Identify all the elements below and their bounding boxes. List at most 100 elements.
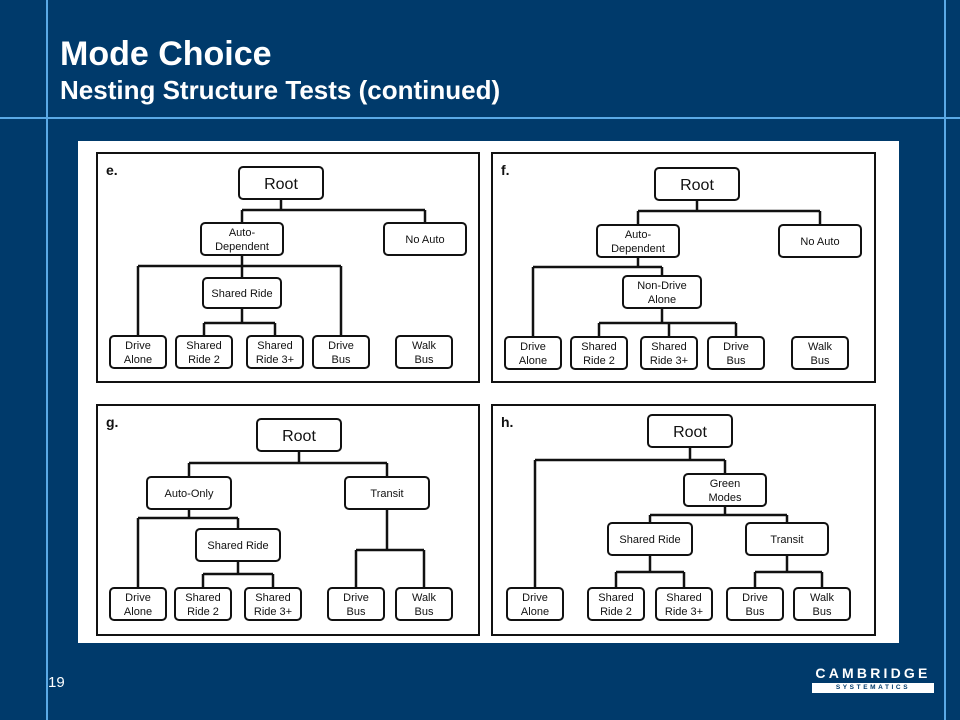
node-label: Drive [742, 592, 768, 604]
node-box [383, 222, 467, 256]
node-label: Bus [727, 355, 746, 367]
node-box [109, 587, 167, 621]
node-label: Alone [648, 294, 676, 306]
node-label: Auto-Only [165, 488, 214, 500]
node-box [238, 166, 324, 200]
node-label: Walk [412, 592, 437, 604]
node-label: Ride 2 [188, 354, 220, 366]
node-label: Green [710, 478, 741, 490]
node-box [504, 336, 562, 370]
node-box [745, 522, 829, 556]
node-label: Alone [124, 354, 152, 366]
node-label: Bus [415, 354, 434, 366]
node-box [327, 587, 385, 621]
node-label: Shared [185, 592, 220, 604]
node-box [640, 336, 698, 370]
node-box [395, 587, 453, 621]
node-box [244, 587, 302, 621]
node-label: Drive [723, 341, 749, 353]
panel-frame [96, 152, 480, 383]
node-root: Root [238, 166, 324, 200]
node-box [256, 418, 342, 452]
node-label: Shared Ride [211, 288, 272, 300]
node-root: Root [647, 414, 733, 448]
node-label: Bus [415, 606, 434, 618]
node-label: Shared [651, 341, 686, 353]
node-label: Ride 2 [600, 606, 632, 618]
panel-label: h. [501, 414, 513, 430]
node-label: Drive [125, 592, 151, 604]
node-box [175, 335, 233, 369]
node-box [596, 224, 680, 258]
node-label: Alone [519, 355, 547, 367]
node-label: Drive [343, 592, 369, 604]
node-label: Ride 2 [187, 606, 219, 618]
node-label: Root [282, 428, 316, 445]
node-label: Walk [810, 592, 835, 604]
node-box [726, 587, 784, 621]
node-box [587, 587, 645, 621]
node-box [202, 277, 282, 309]
node-label: Ride 2 [583, 355, 615, 367]
node-box [778, 224, 862, 258]
node-label: Root [673, 424, 707, 441]
node-label: Auto- [229, 227, 256, 239]
node-box [200, 222, 284, 256]
node-label: Drive [520, 341, 546, 353]
node-label: Bus [811, 355, 830, 367]
node-label: Ride 3+ [650, 355, 688, 367]
node-label: Transit [370, 488, 403, 500]
node-label: Root [680, 177, 714, 194]
node-box [654, 167, 740, 201]
node-box [791, 336, 849, 370]
node-label: Drive [125, 340, 151, 352]
node-label: Shared [581, 341, 616, 353]
page-subtitle: Nesting Structure Tests (continued) [60, 75, 501, 105]
node-label: Dependent [215, 241, 269, 253]
panel-frame [491, 152, 876, 383]
page-title: Mode Choice [60, 35, 272, 73]
node-label: Dependent [611, 243, 665, 255]
node-root: Root [256, 418, 342, 452]
decor-vertical-line-right [944, 0, 946, 720]
node-box [570, 336, 628, 370]
node-box [607, 522, 693, 556]
node-box [246, 335, 304, 369]
node-label: Alone [124, 606, 152, 618]
node-box [146, 476, 232, 510]
logo-sub-text: SYSTEMATICS [835, 684, 911, 691]
page-number: 19 [48, 674, 65, 691]
node-box [622, 275, 702, 309]
node-box [312, 335, 370, 369]
node-label: Ride 3+ [254, 606, 292, 618]
panel-frame [491, 404, 876, 636]
node-box [506, 587, 564, 621]
node-noauto: No Auto [778, 224, 862, 258]
node-label: No Auto [800, 236, 839, 248]
node-box [793, 587, 851, 621]
node-shared: Shared Ride [195, 528, 281, 562]
node-label: Ride 3+ [665, 606, 703, 618]
node-box [195, 528, 281, 562]
node-label: Shared [186, 340, 221, 352]
